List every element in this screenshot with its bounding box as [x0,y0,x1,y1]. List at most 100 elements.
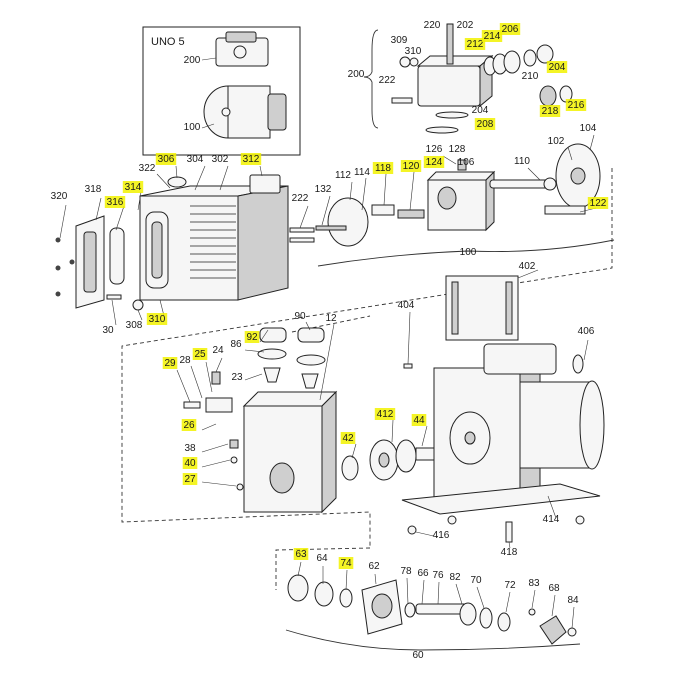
callout-highlight [423,156,445,168]
callout-highlight [155,153,177,165]
callout-highlight [122,181,144,193]
callout-label: 74 [340,558,352,569]
callout-highlight [162,357,178,369]
callout-label: 102 [548,136,565,147]
callout-label: 28 [179,355,191,366]
callout-label: 68 [548,583,560,594]
callout-highlight [374,408,396,420]
callout-label: 204 [549,62,566,73]
callout-highlight [464,38,486,50]
callout-label: 414 [543,514,560,525]
callout-highlight [499,23,521,35]
callout-label: 24 [212,345,224,356]
callout-label: 92 [246,332,258,343]
callout-label: 38 [184,443,196,454]
callout-highlight [411,414,427,426]
callout-label: 78 [400,566,412,577]
callout-label: 29 [164,358,176,369]
callout-label: 82 [449,572,461,583]
callout-label: 90 [294,311,306,322]
callout-label: 412 [377,409,394,420]
callout-highlight [372,162,394,174]
coupling-group [341,419,437,481]
callout-label: 106 [458,157,475,168]
callout-label: 114 [354,167,370,178]
callout-label: 60 [412,650,424,661]
callout-label: 216 [568,100,585,111]
callout-highlight [244,331,260,343]
callout-label: 310 [405,46,422,57]
callout-label: 84 [567,595,579,606]
callout-label: 120 [403,161,420,172]
callout-label: 66 [417,568,429,579]
callout-label: 23 [231,372,243,383]
callout-highlight [400,160,422,172]
cylinder-housing-group [55,165,331,326]
callout-label: 72 [504,580,516,591]
callout-label: 416 [433,530,450,541]
callout-label: 25 [194,349,206,360]
callout-label: 76 [432,570,444,581]
callout-label: 304 [187,154,204,165]
callout-label: 222 [292,193,309,204]
callout-highlight [340,432,356,444]
callout-highlight [539,105,561,117]
callout-label: 404 [398,300,415,311]
callout-label: 42 [342,433,354,444]
callout-label: 212 [467,39,484,50]
motor-group [401,269,605,549]
callout-label: 314 [125,182,142,193]
callout-label: 112 [335,170,351,181]
callout-label: 100 [460,247,477,258]
left-dash-line [291,315,371,333]
callout-label: 402 [519,261,536,272]
callout-label: 104 [580,123,597,134]
callout-label: 63 [295,549,307,560]
callout-label: 222 [379,75,396,86]
callout-label: 210 [522,71,539,82]
inset-title: UNO 5 [151,36,185,48]
callout-label: 312 [243,154,260,165]
valve-group-200 [363,23,573,134]
pump-head-group-100 [315,134,615,267]
callout-label: 100 [184,122,201,133]
callout-label: 132 [315,184,332,195]
callout-label: 122 [590,198,607,209]
callout-label: 214 [484,31,501,42]
inset-uno5: UNO 5 [142,26,301,156]
callout-label: 110 [514,156,530,167]
callout-label: 418 [501,547,518,558]
callout-label: 86 [230,339,242,350]
callout-label: 309 [391,35,408,46]
callout-label: 322 [139,163,156,174]
callout-label: 200 [348,69,365,80]
callout-label: 302 [212,154,229,165]
callout-highlight [338,557,354,569]
callout-label: 206 [502,24,519,35]
callout-highlight [481,30,503,42]
callout-label: 308 [126,320,143,331]
callout-label: 310 [149,314,166,325]
callout-label: 204 [472,105,489,116]
callout-label: 306 [158,154,175,165]
callout-highlight [240,153,262,165]
callout-label: 126 [426,144,443,155]
callout-highlight [182,457,198,469]
callout-highlight [565,99,587,111]
callout-label: 320 [51,191,68,202]
callout-label: 40 [184,458,196,469]
callout-highlight [293,548,309,560]
callout-label: 318 [85,184,102,195]
callout-label: 124 [426,157,443,168]
callout-label: 200 [184,55,201,66]
callout-label: 406 [578,326,595,337]
callout-label: 12 [325,313,337,324]
callout-label: 62 [368,561,380,572]
callout-label: 118 [375,163,391,174]
callout-label: 44 [413,415,425,426]
bottom-dash-frame [275,547,371,590]
callout-label: 64 [316,553,328,564]
callout-label: 128 [449,144,466,155]
callout-highlight [182,473,198,485]
